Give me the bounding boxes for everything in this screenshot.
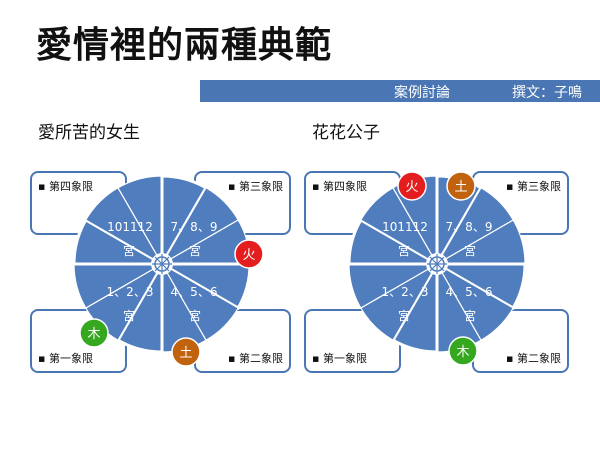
left-earth-marker: 土: [171, 337, 201, 367]
quadrant-1-label: ▪ 第一象限: [312, 352, 367, 365]
left-hub-icon: [151, 253, 173, 275]
quadrant-2-label: ▪ 第二象限: [228, 352, 283, 365]
wood-marker-label: 木: [456, 345, 469, 360]
banner-category: 案例討論: [394, 85, 450, 101]
left-chart-heading: 愛所苦的女生: [38, 123, 140, 143]
quadrant-3-label: ▪ 第三象限: [506, 180, 561, 193]
fire-marker-label: 火: [405, 180, 418, 195]
left-upper-right-palace: 宮: [189, 243, 201, 258]
right-upper-right-palace: 宮: [464, 243, 476, 258]
left-upper-right-number: 7、8、9: [171, 220, 218, 234]
left-fire-marker: 火: [234, 239, 264, 269]
header-banner: 案例討論 撰文：子鳴: [200, 80, 600, 102]
right-upper-left-number: 101112: [382, 220, 428, 234]
left-lower-right-number: 4、5、6: [171, 285, 218, 299]
right-chart-heading: 花花公子: [312, 123, 380, 143]
right-quadrant-1-box: ▪ 第一象限: [304, 309, 401, 373]
earth-marker-label: 土: [454, 180, 467, 195]
right-lower-left-palace: 宮: [398, 308, 410, 323]
quadrant-4-label: ▪ 第四象限: [38, 180, 93, 193]
right-earth-marker: 土: [446, 171, 476, 201]
right-lower-left-number: 1、2、3: [382, 285, 429, 299]
right-upper-right-number: 7、8、9: [446, 220, 493, 234]
left-lower-left-number: 1、2、3: [107, 285, 154, 299]
quadrant-1-label: ▪ 第一象限: [38, 352, 93, 365]
right-lower-right-number: 4、5、6: [446, 285, 493, 299]
earth-marker-label: 土: [179, 346, 192, 361]
right-fire-marker: 火: [397, 171, 427, 201]
left-upper-left-palace: 宮: [123, 243, 135, 258]
right-lower-right-palace: 宮: [464, 308, 476, 323]
banner-author: 撰文：子鳴: [512, 85, 582, 101]
right-wood-marker: 木: [448, 336, 478, 366]
quadrant-4-label: ▪ 第四象限: [312, 180, 367, 193]
left-lower-left-palace: 宮: [123, 308, 135, 323]
left-quadrant-2-box: ▪ 第二象限: [194, 309, 291, 373]
left-lower-right-palace: 宮: [189, 308, 201, 323]
fire-marker-label: 火: [242, 248, 255, 263]
left-wood-marker: 木: [79, 318, 109, 348]
right-hub-icon: [426, 253, 448, 275]
page-title: 愛情裡的兩種典範: [36, 24, 333, 66]
right-upper-left-palace: 宮: [398, 243, 410, 258]
wood-marker-label: 木: [87, 327, 100, 342]
quadrant-2-label: ▪ 第二象限: [506, 352, 561, 365]
quadrant-3-label: ▪ 第三象限: [228, 180, 283, 193]
left-upper-left-number: 101112: [107, 220, 153, 234]
